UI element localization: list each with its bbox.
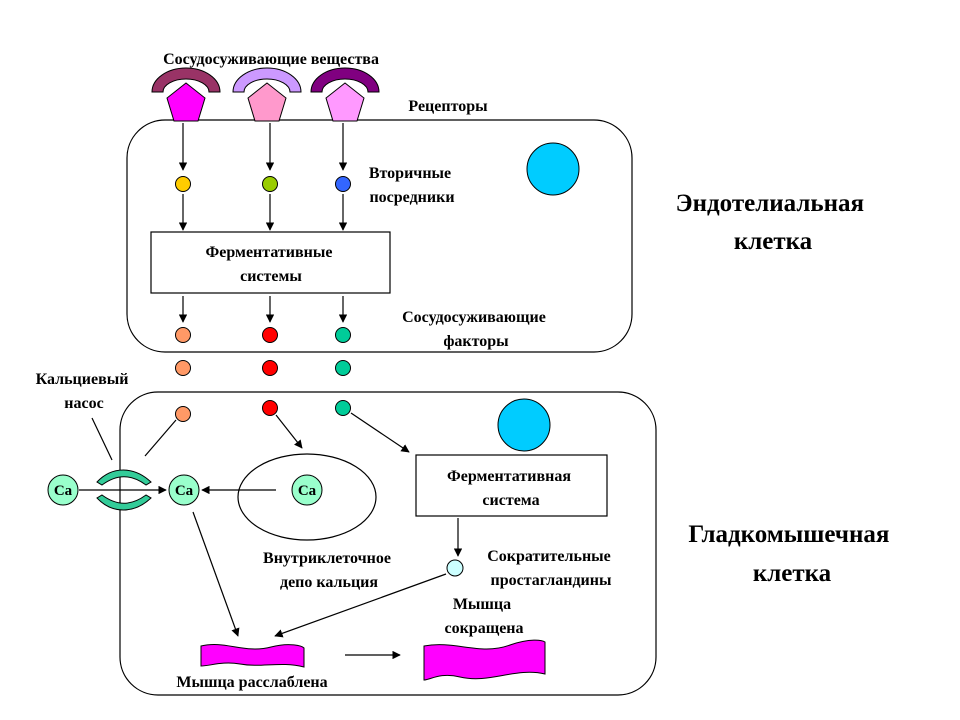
endothelial-nucleus [526,142,580,196]
label-vasoconstrictor-factors: Сосудосуживающие факторы [402,309,550,350]
calcium-depot-ion [291,474,323,506]
label-calcium-cytosol: Ca [175,483,194,499]
label-vasoconstrictors: Сосудосуживающие вещества [163,51,379,68]
enzyme-systems-box [150,231,391,294]
calcium-cytosol [168,474,200,506]
vasoconstrictor-agonist-1 [151,67,221,93]
factor-2-row-2 [262,360,278,376]
enzyme-system-box [415,454,608,517]
factor-1-row-2 [175,360,191,376]
label-calcium-depot: Внутриклеточное депо кальция [263,550,395,591]
label-calcium-pump: Кальциевый насос [36,371,133,412]
label-calcium-outside: Ca [54,483,73,499]
calcium-pump-lower [96,494,152,511]
factor-3-row-2 [335,360,351,376]
receptor-3 [325,82,365,122]
factor-2-row-3 [262,400,278,416]
smooth-muscle-nucleus [497,398,551,452]
vasoconstrictor-agonist-3 [310,67,380,93]
label-muscle-contracted: Мышца сокращена [444,596,523,637]
second-messenger-3 [335,176,351,192]
label-receptors: Рецепторы [408,98,488,115]
second-messenger-1 [175,176,191,192]
receptor-1 [166,82,206,122]
factor-3-row-3 [335,400,351,416]
second-messenger-2 [262,176,278,192]
label-endothelial-cell: Эндотелиальная клетка [676,190,871,255]
receptor-2 [247,82,287,122]
calcium-pump-upper [96,469,152,486]
muscle-relaxed-shape [200,644,305,668]
vasoconstrictor-agonist-2 [232,67,302,93]
factor-1-row-1 [175,327,191,343]
factor-1-row-3 [175,406,191,422]
factor-3-row-1 [335,327,351,343]
prostaglandin-dot [446,559,464,577]
label-second-messengers: Вторичные посредники [369,165,455,206]
label-smooth-muscle-cell: Гладкомышечная клетка [688,521,895,587]
factor-2-row-1 [262,327,278,343]
label-calcium-depot-ion: Ca [298,483,317,499]
label-muscle-relaxed: Мышца расслаблена [176,674,327,691]
label-enzyme-systems: Ферментативные системы [206,244,337,285]
muscle-contracted-shape [423,639,546,681]
calcium-outside [47,474,79,506]
label-enzyme-system: Ферментативная система [447,468,575,509]
label-contractile-prostaglandins: Сократительные простагландины [487,548,615,589]
